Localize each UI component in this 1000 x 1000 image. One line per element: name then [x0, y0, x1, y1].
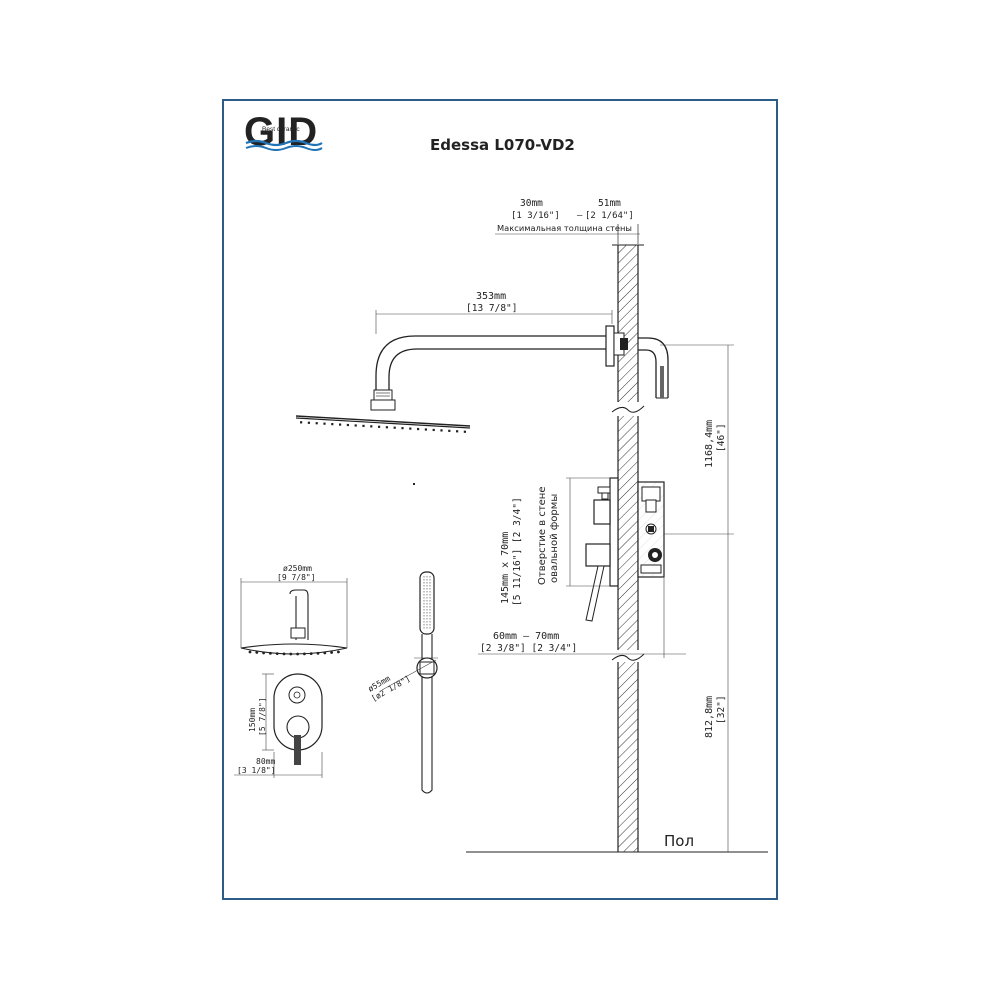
svg-text:[5 7/8"]: [5 7/8"]: [258, 697, 267, 736]
detail-hand-shower: ø55mm [ø2 1/8"]: [367, 571, 438, 794]
wall-section: [611, 244, 645, 852]
rain-shower-head: [295, 389, 471, 433]
wall-hole-dimension: 145mm x 70mm [5 11/16"] [2 3/4"] Отверст…: [500, 477, 610, 606]
floor-label: Пол: [664, 832, 694, 850]
detail-cover-plate: 150mm [5 7/8"] 80mm [3 1/8"]: [234, 673, 323, 778]
nozzle-row: [248, 650, 340, 656]
svg-text:353mm: 353mm: [476, 291, 506, 302]
svg-text:51mm: 51mm: [598, 198, 621, 209]
svg-text:[9 7/8"]: [9 7/8"]: [277, 573, 316, 582]
product-title: Edessa L070-VD2: [430, 136, 575, 154]
nozzle-row: [300, 421, 466, 433]
height-dimensions: 1168,4mm [46"] 812,8mm [32"]: [660, 344, 734, 852]
wave-icon: [245, 139, 323, 147]
svg-text:Максимальная толщина стены: Максимальная толщина стены: [497, 223, 632, 233]
svg-text:[32"]: [32"]: [716, 695, 727, 724]
detail-shower-head: ø250mm [9 7/8"]: [240, 564, 348, 656]
brand-logo: GID Best ceramic: [244, 110, 323, 154]
arm-length-dimension: 353mm [13 7/8"]: [375, 291, 613, 334]
svg-text:овальной формы: овальной формы: [549, 494, 560, 583]
svg-text:ø250mm: ø250mm: [283, 564, 312, 573]
svg-text:Отверстие в стене: Отверстие в стене: [537, 487, 548, 585]
wave-icon: [245, 145, 323, 151]
svg-text:[3 1/8"]: [3 1/8"]: [237, 766, 276, 775]
svg-text:150mm: 150mm: [248, 708, 257, 732]
svg-text:[5 11/16"] [2 3/4"]: [5 11/16"] [2 3/4"]: [512, 497, 523, 606]
svg-text:[2 3/8"] [2 3/4"]: [2 3/8"] [2 3/4"]: [480, 643, 577, 654]
svg-text:60mm — 70mm: 60mm — 70mm: [493, 631, 559, 642]
svg-text:80mm: 80mm: [256, 757, 275, 766]
shower-arm: [375, 325, 669, 399]
sheet-frame: [222, 99, 778, 900]
svg-text:[2 1/64"]: [2 1/64"]: [585, 211, 634, 221]
svg-text:[46"]: [46"]: [716, 423, 727, 452]
depth-range-dimension: 60mm — 70mm [2 3/8"] [2 3/4"]: [478, 578, 686, 658]
svg-text:812,8mm: 812,8mm: [704, 696, 715, 738]
wall-thickness-dimension: 30mm 51mm [1 3/16"] — [2 1/64"] Максимал…: [495, 198, 640, 244]
svg-text:145mm x 70mm: 145mm x 70mm: [500, 532, 511, 604]
svg-text:1168,4mm: 1168,4mm: [704, 420, 715, 468]
logo-subtext: Best ceramic: [262, 126, 300, 133]
concealed-mixer: [585, 477, 665, 622]
svg-text:[1 3/16"]: [1 3/16"]: [511, 211, 560, 221]
svg-text:[13 7/8"]: [13 7/8"]: [466, 303, 517, 314]
svg-text:30mm: 30mm: [520, 198, 543, 209]
svg-text:—: —: [577, 211, 583, 221]
stray-mark: [413, 483, 415, 485]
